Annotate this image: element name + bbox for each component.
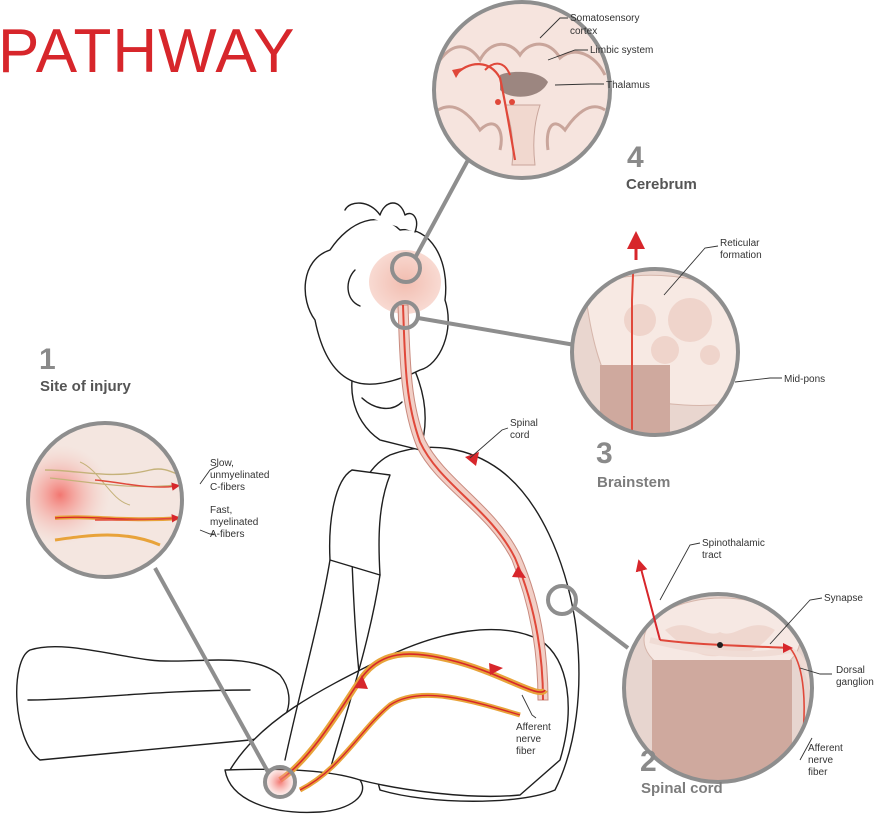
svg-text:Spinal: Spinal (510, 418, 538, 429)
stage-1-title: Site of injury (40, 378, 132, 395)
svg-text:formation: formation (720, 250, 762, 261)
stage-1-number: 1 (39, 343, 56, 376)
injury-magnifier (10, 420, 200, 585)
stage-3-number: 3 (596, 437, 613, 470)
svg-text:Fast,: Fast, (210, 505, 232, 516)
svg-text:nerve: nerve (808, 755, 833, 766)
svg-text:tract: tract (702, 550, 722, 561)
svg-text:cord: cord (510, 430, 529, 441)
stage-2-title: Spinal cord (641, 780, 723, 797)
svg-text:fiber: fiber (808, 767, 828, 778)
svg-text:Somatosensory: Somatosensory (570, 13, 639, 24)
svg-text:Thalamus: Thalamus (606, 80, 650, 91)
svg-text:Spinothalamic: Spinothalamic (702, 538, 765, 549)
stage-3-title: Brainstem (597, 474, 670, 491)
svg-text:nerve: nerve (516, 734, 541, 745)
svg-text:fiber: fiber (516, 746, 536, 757)
brainstem-magnifier (570, 240, 745, 455)
svg-text:Synapse: Synapse (824, 593, 863, 604)
svg-text:C-fibers: C-fibers (210, 482, 245, 493)
page-title: PATHWAY (0, 17, 295, 86)
svg-text:myelinated: myelinated (210, 517, 258, 528)
svg-text:Mid-pons: Mid-pons (784, 374, 825, 385)
spinal-cord-callout: Spinal cord (470, 418, 538, 458)
svg-text:unmyelinated: unmyelinated (210, 470, 269, 481)
svg-text:Dorsal: Dorsal (836, 665, 865, 676)
svg-text:cortex: cortex (570, 26, 597, 37)
svg-text:Afferent: Afferent (808, 743, 843, 754)
svg-text:Afferent: Afferent (516, 722, 551, 733)
svg-text:A-fibers: A-fibers (210, 529, 244, 540)
svg-text:ganglion: ganglion (836, 677, 874, 688)
stage-4-title: Cerebrum (626, 176, 697, 193)
stage-2-number: 2 (640, 745, 657, 778)
svg-text:Slow,: Slow, (210, 458, 234, 469)
svg-text:Reticular: Reticular (720, 238, 760, 249)
stage-4-number: 4 (627, 141, 644, 174)
svg-text:Limbic system: Limbic system (590, 45, 653, 56)
